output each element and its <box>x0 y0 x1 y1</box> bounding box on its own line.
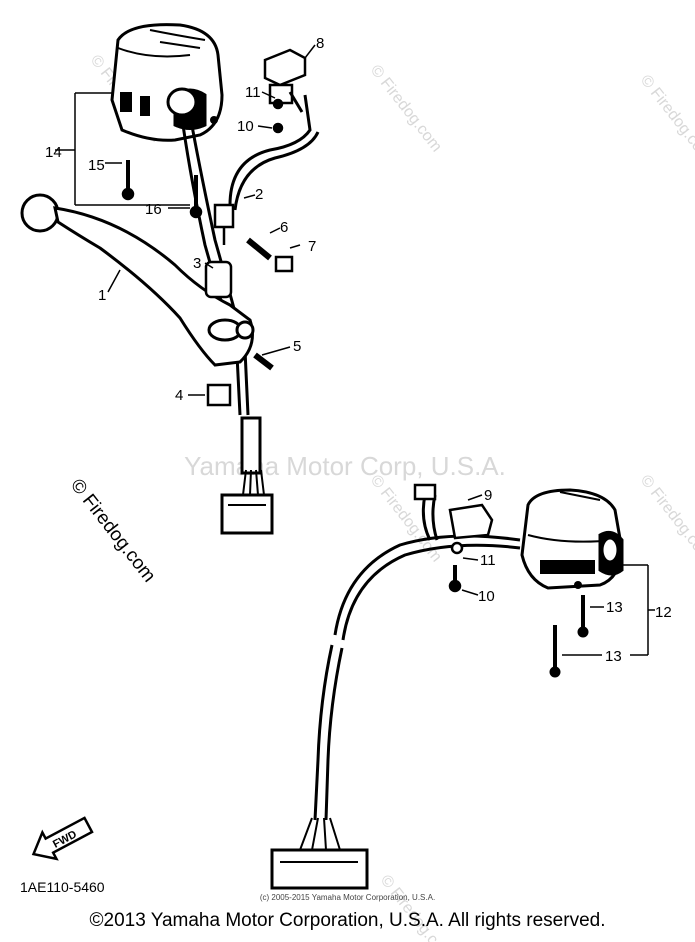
left-callouts: 14 15 16 2 6 7 3 1 5 4 8 11 10 <box>45 35 324 404</box>
clutch-lever <box>20 193 255 367</box>
left-small-parts <box>121 160 294 407</box>
callout-15: 15 <box>88 157 105 174</box>
copyright-fineprint: (c) 2005-2015 Yamaha Motor Corporation, … <box>259 893 436 902</box>
left-switch-housing <box>110 23 224 142</box>
collar-3 <box>204 260 233 299</box>
watermark-top-right: © Firedog.com <box>367 62 445 155</box>
watermark-center: Yamaha Motor Corp, U.S.A. <box>184 451 506 481</box>
callout-4: 4 <box>175 387 183 404</box>
callout-10-left: 10 <box>237 118 254 135</box>
callout-11-left: 11 <box>245 84 261 101</box>
callout-7: 7 <box>308 238 316 255</box>
callout-13-upper: 13 <box>606 599 623 616</box>
right-callouts: 9 11 10 13 12 13 <box>461 487 672 665</box>
firedog-watermark-dark: © Firedog.com <box>66 475 159 586</box>
brake-switch-9 <box>413 483 494 593</box>
callout-1: 1 <box>98 287 106 304</box>
callout-12: 12 <box>655 604 672 621</box>
clutch-switch-8 <box>263 48 307 134</box>
callout-9: 9 <box>484 487 492 504</box>
copyright-footer: ©2013 Yamaha Motor Corporation, U.S.A. A… <box>89 910 606 931</box>
callout-11-right: 11 <box>480 552 496 569</box>
callout-13-lower: 13 <box>605 648 622 665</box>
callout-3: 3 <box>193 255 201 272</box>
callout-10-right: 10 <box>478 588 495 605</box>
right-screws-13 <box>549 595 589 678</box>
callout-2: 2 <box>255 186 263 203</box>
nut-7 <box>274 255 294 273</box>
callout-8: 8 <box>316 35 324 52</box>
bolt-2-head <box>213 203 235 229</box>
right-switch-housing <box>520 488 624 590</box>
cap-4 <box>206 383 232 407</box>
callout-14: 14 <box>45 144 62 161</box>
callout-5: 5 <box>293 338 301 355</box>
diagram-part-code: 1AE110-5460 <box>20 879 105 895</box>
callout-6: 6 <box>280 219 288 236</box>
watermark-mid-far-right: © Firedog.com <box>637 472 695 565</box>
callout-16: 16 <box>145 201 162 218</box>
watermark-far-right: © Firedog.com <box>637 72 695 165</box>
forward-arrow: FWD <box>31 816 94 861</box>
